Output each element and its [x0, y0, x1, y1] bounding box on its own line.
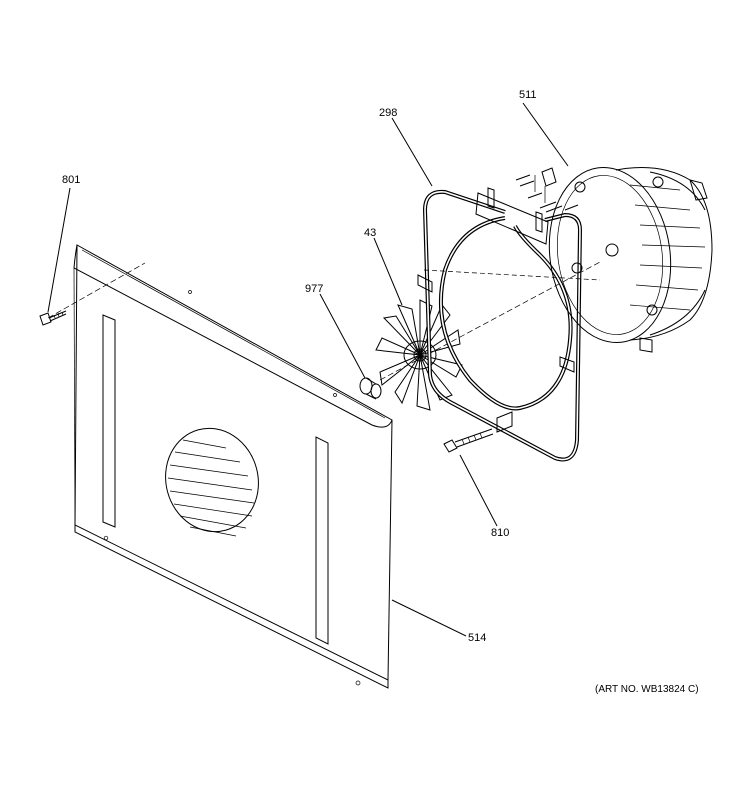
art-number: (ART NO. WB13824 C)	[595, 684, 699, 695]
screw-810	[443, 428, 494, 453]
callout-810: 810	[491, 527, 509, 539]
fan-grille	[165, 427, 259, 537]
callout-514: 514	[468, 632, 486, 644]
callout-43: 43	[364, 227, 376, 239]
callout-801: 801	[62, 174, 80, 186]
leader-lines	[47, 102, 569, 637]
convection-motor	[515, 166, 713, 353]
callout-977: 977	[305, 283, 323, 295]
callout-511: 511	[519, 89, 537, 101]
fan-blade	[375, 261, 601, 411]
nut-977	[359, 377, 382, 400]
callout-298: 298	[379, 107, 397, 119]
heating-element	[417, 187, 601, 462]
screw-801	[39, 310, 67, 326]
rear-panel	[47, 244, 393, 689]
